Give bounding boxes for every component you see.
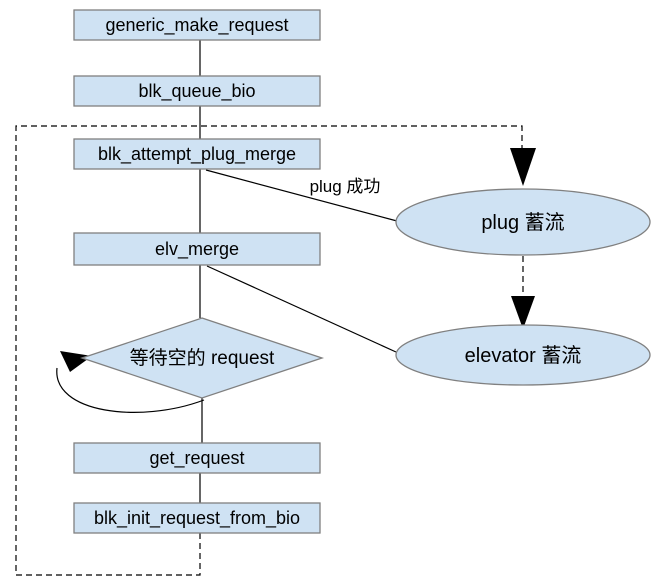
node-blk-init-request-from-bio-box [73,502,321,534]
connector-elvmerge-to-elevator-state [206,265,397,353]
elevator-state-arrowhead [511,296,535,329]
state-elevator-ellipse [395,324,651,386]
node-blk-queue-bio: blk_queue_bio [73,75,321,107]
connector-plugmerge-to-plug-state [205,169,398,222]
node-blk-queue-bio-box [73,75,321,107]
node-get-request: get_request [73,442,321,474]
state-elevator: elevator 蓄流 [395,324,651,386]
node-generic-make-request: generic_make_request [73,9,321,41]
state-elevator-label: elevator 蓄流 [465,344,582,367]
decision-self-loop-path [56,367,205,413]
node-blk-init-request-from-bio: blk_init_request_from_bio [73,502,321,534]
state-plug-label: plug 蓄流 [481,211,564,234]
decision-wait-empty-request: 等待空的 request [79,317,325,399]
self-loop-arrowhead [60,351,92,372]
decision-diamond-shape [79,317,325,399]
node-generic-make-request-box [73,9,321,41]
node-blk-attempt-plug-merge-box [73,138,321,170]
node-elv-merge-box [73,232,321,266]
plug-state-arrowhead [510,148,536,186]
node-blk-attempt-plug-merge: blk_attempt_plug_merge [73,138,321,170]
dashed-loop-path [15,125,523,576]
node-elv-merge: elv_merge [73,232,321,266]
node-generic-make-request-label: generic_make_request [105,15,288,36]
node-elv-merge-label: elv_merge [155,239,239,260]
decision-label: 等待空的 request [130,347,275,369]
node-get-request-label: get_request [149,448,244,469]
node-blk-init-request-from-bio-label: blk_init_request_from_bio [94,508,300,529]
state-plug-ellipse [395,188,651,256]
node-get-request-box [73,442,321,474]
node-blk-attempt-plug-merge-label: blk_attempt_plug_merge [98,144,296,165]
state-plug: plug 蓄流 [395,188,651,256]
edge-label-plug-success: plug 成功 [310,177,381,196]
node-blk-queue-bio-label: blk_queue_bio [138,81,255,102]
